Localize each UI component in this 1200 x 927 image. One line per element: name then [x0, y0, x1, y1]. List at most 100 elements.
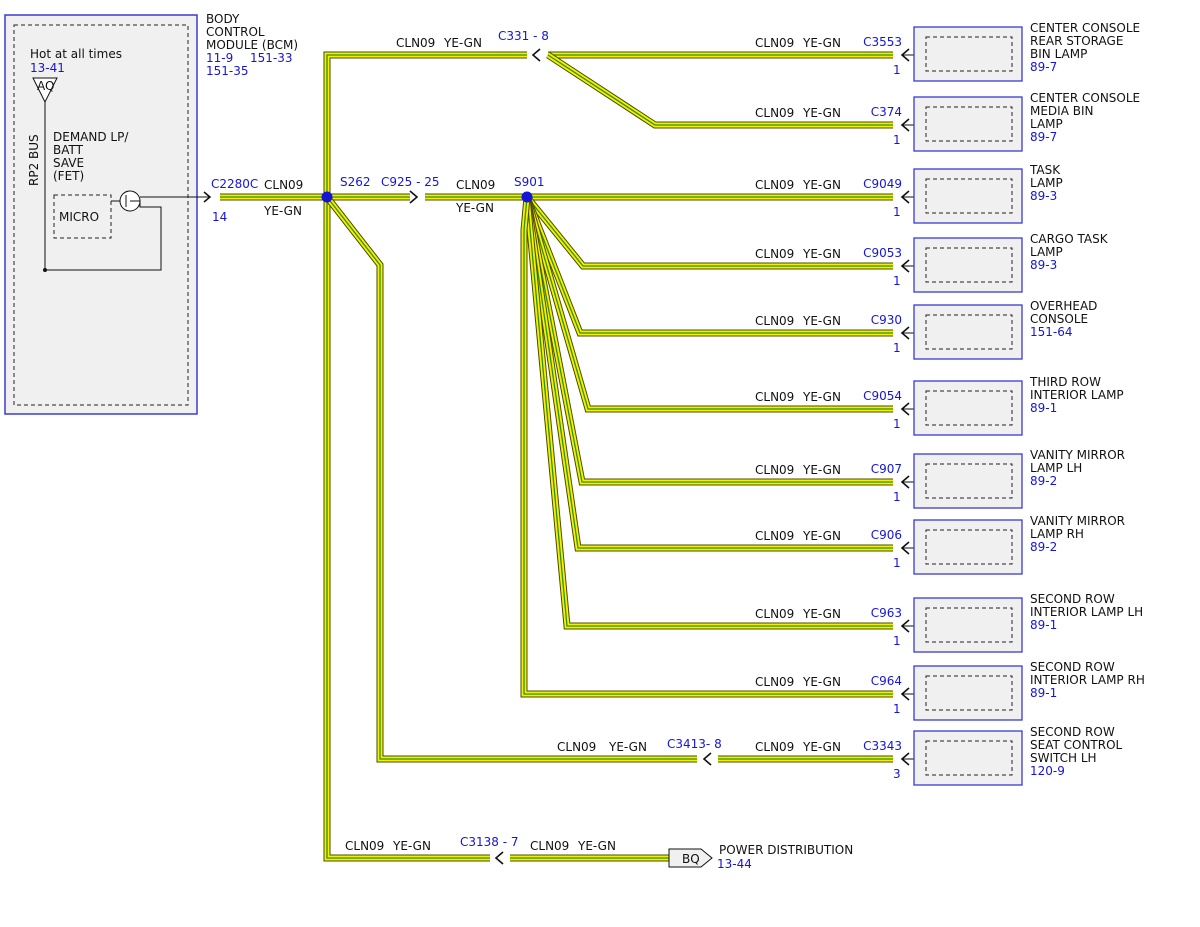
- bcm-pin-label: 14: [212, 210, 227, 224]
- load-c9054-box: [913, 380, 1023, 436]
- load-c907-wire-color: YE-GN: [802, 463, 841, 477]
- c925-arrow-icon: [409, 190, 419, 204]
- load-c930-wire-color: YE-GN: [802, 314, 841, 328]
- load-c3553-name-2: REAR STORAGE: [1030, 34, 1123, 48]
- load-c963-inner-box: [925, 607, 1013, 643]
- power-distribution-ref: 13-44: [717, 857, 752, 871]
- bcm-title-3: MODULE (BCM): [206, 38, 298, 52]
- load-c963-name-2: INTERIOR LAMP LH: [1030, 605, 1143, 619]
- power-distribution-tag: [668, 848, 713, 868]
- c3138-wire-circuit-left: CLN09: [345, 839, 384, 853]
- load-c964-name-2: INTERIOR LAMP RH: [1030, 673, 1145, 687]
- load-c907-ref: 89-2: [1030, 474, 1057, 488]
- load-c907-inner-box: [925, 463, 1013, 499]
- c3138-label: C3138 - 7: [460, 835, 519, 849]
- load-c9054-wire-color: YE-GN: [802, 390, 841, 404]
- wire-s262-down-to-c3138: [323, 197, 490, 862]
- c3343-wire-color: YE-GN: [802, 740, 841, 754]
- bcm-ref-3: 151-35: [206, 64, 249, 78]
- wire-s901-to-c906: [523, 196, 893, 552]
- load-c930-pin: 1: [893, 341, 901, 355]
- load-c3343-connector: C3343: [863, 739, 902, 753]
- load-c930-name-2: CONSOLE: [1030, 312, 1088, 326]
- load-c374-name-1: CENTER CONSOLE: [1030, 91, 1140, 105]
- splice-s262: [321, 191, 333, 203]
- load-c963-wire-color: YE-GN: [802, 607, 841, 621]
- load-c9053-ref: 89-3: [1030, 258, 1057, 272]
- load-c3553-name-3: BIN LAMP: [1030, 47, 1087, 61]
- load-c964-pin: 1: [893, 702, 901, 716]
- demand-line-2: BATT: [53, 143, 84, 157]
- load-c3553-box: [913, 26, 1023, 82]
- wire-s901-to-c907: [523, 196, 893, 486]
- c331-wire-color: YE-GN: [443, 36, 482, 50]
- bcm-connector-label: C2280C: [211, 177, 258, 191]
- load-c906-name-2: LAMP RH: [1030, 527, 1084, 541]
- demand-line-4: (FET): [53, 169, 84, 183]
- load-c964-wire-color: YE-GN: [802, 675, 841, 689]
- load-c9053-wire-color: YE-GN: [802, 247, 841, 261]
- wire-s901-to-c9054: [523, 196, 893, 413]
- load-c9053-inner-box: [925, 247, 1013, 283]
- wire-s901-to-c9054-edge: [523, 196, 893, 413]
- bcm-ref-2: 151-33: [250, 51, 293, 65]
- demand-line-1: DEMAND LP/: [53, 130, 129, 144]
- load-c3553-connector: C3553: [863, 35, 902, 49]
- load-c3343-name-2: SEAT CONTROL: [1030, 738, 1123, 752]
- wire-s262-up-to-c331-stripe: [326, 54, 527, 197]
- load-c9053-connector: C9053: [863, 246, 902, 260]
- c3343-wire-circuit: CLN09: [755, 740, 794, 754]
- load-c964-box: [913, 665, 1023, 721]
- load-c930-connector: C930: [871, 313, 902, 327]
- load-c907-wire-circuit: CLN09: [755, 463, 794, 477]
- splice-s901: [521, 191, 533, 203]
- load-c907-connector: C907: [871, 462, 902, 476]
- load-c963-pin: 1: [893, 634, 901, 648]
- wire-s901-to-c9053: [524, 194, 893, 270]
- fuse-triangle-icon: [32, 77, 58, 104]
- body-control-module: Hot at all times 13-41 AQ RP2 BUS DEMAND…: [4, 14, 212, 415]
- wire-s901-to-c907-fill: [524, 196, 893, 485]
- load-c3553-wire-circuit: CLN09: [755, 36, 794, 50]
- load-c3343-box: [913, 730, 1023, 786]
- load-c906-wire-color: YE-GN: [802, 529, 841, 543]
- wire-s901-to-c9053-stripe: [526, 196, 893, 267]
- c925-label: C925 - 25: [381, 175, 440, 189]
- c3413-label: C3413- 8: [667, 737, 722, 751]
- micro-box: [53, 194, 112, 239]
- load-c906-name-1: VANITY MIRROR: [1030, 514, 1125, 528]
- wire-s901-to-c9054-stripe: [526, 196, 893, 410]
- demand-line-3: SAVE: [53, 156, 84, 170]
- load-c964-ref: 89-1: [1030, 686, 1057, 700]
- load-c907-pin: 1: [893, 490, 901, 504]
- c3138-wire-circuit-right: CLN09: [530, 839, 569, 853]
- power-distribution-label: POWER DISTRIBUTION: [719, 843, 853, 857]
- c331-arrow-icon: [531, 48, 541, 62]
- load-c374-name-3: LAMP: [1030, 117, 1063, 131]
- load-c3343-pin: 3: [893, 767, 901, 781]
- load-c907-name-2: LAMP LH: [1030, 461, 1082, 475]
- bcm-wire-circuit: CLN09: [264, 178, 303, 192]
- load-c374-box: [913, 96, 1023, 152]
- load-c906-ref: 89-2: [1030, 540, 1057, 554]
- wire-s262-to-c3413-stripe: [326, 196, 697, 760]
- wire-s901-to-c930-stripe: [526, 196, 893, 334]
- load-c930-ref: 151-64: [1030, 325, 1073, 339]
- load-c906-connector: C906: [871, 528, 902, 542]
- load-c9053-pin: 1: [893, 274, 901, 288]
- load-c964-inner-box: [925, 675, 1013, 711]
- hot-at-all-times-label: Hot at all times: [30, 47, 122, 61]
- load-c9054-name-1: THIRD ROW: [1029, 375, 1101, 389]
- load-c964-wire-circuit: CLN09: [755, 675, 794, 689]
- bcm-title-2: CONTROL: [206, 25, 265, 39]
- load-c907-name-1: VANITY MIRROR: [1030, 448, 1125, 462]
- wire-s901-to-c964-stripe: [523, 196, 893, 695]
- c2280c-arrow-icon: [203, 191, 212, 203]
- rp2-bus-label: RP2 BUS: [27, 134, 41, 186]
